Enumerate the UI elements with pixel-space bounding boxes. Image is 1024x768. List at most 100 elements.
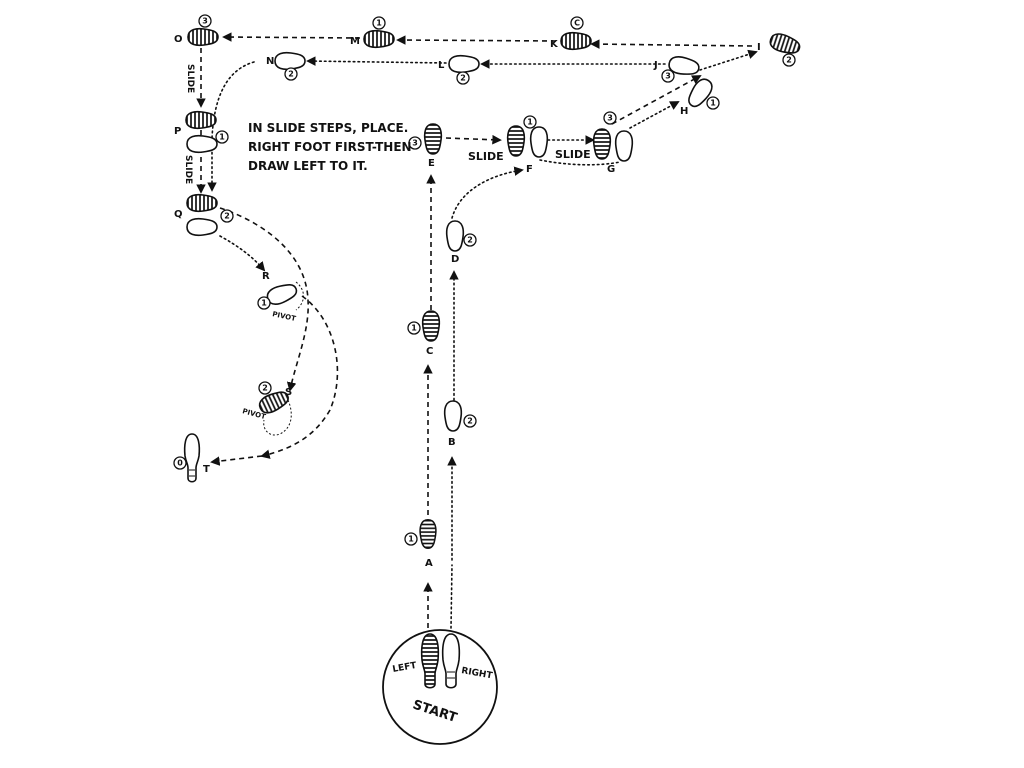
svg-text:2: 2 bbox=[224, 212, 230, 221]
step-letter-p: P bbox=[174, 126, 181, 137]
count-badge-q: 2 bbox=[220, 209, 234, 223]
count-badge-i: 2 bbox=[782, 53, 796, 67]
svg-text:3: 3 bbox=[665, 72, 671, 81]
count-badges: 1 2 1 2 3 1 3 1 2 3 C 2 1 2 3 1 2 1 2 0 bbox=[173, 14, 796, 546]
step-p-right-footprint bbox=[186, 134, 218, 154]
count-badge-p: 1 bbox=[215, 130, 229, 144]
step-letter-g: G bbox=[607, 164, 615, 175]
count-badge-k: C bbox=[570, 16, 584, 30]
count-badge-o: 3 bbox=[198, 14, 212, 28]
start-area: LEFT RIGHT START bbox=[382, 629, 498, 745]
step-g-right-footprint bbox=[614, 130, 634, 162]
step-letter-e: E bbox=[428, 158, 435, 169]
count-badge-l: 2 bbox=[456, 71, 470, 85]
note-line-1: IN SLIDE STEPS, PLACE. bbox=[248, 121, 408, 135]
svg-text:1: 1 bbox=[527, 118, 533, 127]
step-letters: A B C D E F G H I J K L M N O P Q R S T bbox=[174, 34, 761, 569]
footprints bbox=[183, 27, 803, 550]
count-badge-a: 1 bbox=[404, 532, 418, 546]
step-f-left-footprint bbox=[506, 125, 526, 157]
svg-text:1: 1 bbox=[261, 299, 267, 308]
slide-label-op: SLIDE bbox=[185, 64, 195, 93]
step-o-footprint bbox=[187, 27, 219, 47]
step-i-footprint bbox=[767, 30, 803, 58]
count-badge-e: 3 bbox=[408, 136, 422, 150]
svg-text:3: 3 bbox=[412, 139, 418, 148]
slide-label-fg: SLIDE bbox=[555, 148, 591, 161]
step-letter-b: B bbox=[448, 437, 456, 448]
note-line-2: RIGHT FOOT FIRST-THEN bbox=[248, 140, 412, 154]
start-circle bbox=[382, 629, 498, 745]
start-right-shoe bbox=[441, 633, 461, 689]
step-letter-o: O bbox=[174, 34, 183, 45]
step-e-footprint bbox=[423, 123, 443, 155]
count-badge-f: 1 bbox=[523, 115, 537, 129]
svg-text:2: 2 bbox=[288, 70, 294, 79]
step-q-right-footprint bbox=[186, 217, 218, 237]
svg-text:1: 1 bbox=[376, 19, 382, 28]
count-badge-r: 1 bbox=[257, 296, 271, 310]
step-letter-l: L bbox=[438, 60, 445, 71]
left-foot-path bbox=[196, 32, 753, 628]
step-m-footprint bbox=[363, 29, 395, 49]
step-letter-h: H bbox=[680, 106, 688, 117]
svg-text:2: 2 bbox=[467, 417, 473, 426]
slide-label-pq: SLIDE bbox=[183, 155, 193, 184]
step-letter-a: A bbox=[425, 558, 433, 569]
step-b-footprint bbox=[443, 400, 463, 432]
step-c-footprint bbox=[421, 310, 441, 342]
count-badge-d: 2 bbox=[463, 233, 477, 247]
svg-text:2: 2 bbox=[786, 56, 792, 65]
svg-text:0: 0 bbox=[177, 459, 183, 468]
count-badge-s: 2 bbox=[258, 381, 272, 395]
svg-text:1: 1 bbox=[710, 99, 716, 108]
step-g-left-footprint bbox=[592, 128, 612, 160]
svg-text:1: 1 bbox=[411, 324, 417, 333]
svg-text:1: 1 bbox=[408, 535, 414, 544]
step-q-left-footprint bbox=[186, 193, 218, 213]
svg-text:3: 3 bbox=[607, 114, 613, 123]
count-badge-t: 0 bbox=[173, 456, 187, 470]
step-letter-f: F bbox=[526, 164, 533, 175]
svg-text:3: 3 bbox=[202, 17, 208, 26]
step-letter-d: D bbox=[451, 254, 459, 265]
count-badge-n: 2 bbox=[284, 67, 298, 81]
step-f-right-footprint bbox=[529, 126, 549, 158]
svg-text:2: 2 bbox=[262, 384, 268, 393]
note-line-3: DRAW LEFT TO IT. bbox=[248, 159, 368, 173]
step-n-footprint bbox=[274, 51, 306, 71]
count-badge-b: 2 bbox=[463, 414, 477, 428]
step-letter-i: I bbox=[757, 42, 761, 53]
step-letter-t: T bbox=[203, 464, 210, 475]
instruction-note: IN SLIDE STEPS, PLACE. RIGHT FOOT FIRST-… bbox=[248, 121, 412, 173]
step-a-footprint bbox=[419, 518, 437, 550]
pivot-label-r: PIVOT bbox=[272, 310, 297, 323]
step-letter-r: R bbox=[262, 271, 270, 282]
step-k-footprint bbox=[560, 31, 592, 51]
step-letter-n: N bbox=[266, 56, 274, 67]
step-t-footprint bbox=[183, 433, 201, 483]
start-left-shoe bbox=[420, 633, 440, 689]
step-letter-m: M bbox=[350, 36, 360, 47]
right-foot-path bbox=[207, 49, 758, 629]
step-d-footprint bbox=[445, 220, 465, 252]
step-s-pivot-arc bbox=[263, 399, 292, 436]
step-r-pivot-arc bbox=[295, 281, 304, 311]
slide-label-ef: SLIDE bbox=[468, 150, 504, 163]
count-badge-h: 1 bbox=[706, 96, 720, 110]
step-letter-c: C bbox=[426, 346, 433, 357]
step-l-footprint bbox=[448, 54, 480, 74]
step-p-left-footprint bbox=[185, 110, 217, 130]
svg-text:2: 2 bbox=[467, 236, 473, 245]
step-letter-q: Q bbox=[174, 209, 183, 220]
count-badge-c: 1 bbox=[407, 321, 421, 335]
svg-text:C: C bbox=[574, 19, 580, 28]
svg-text:2: 2 bbox=[460, 74, 466, 83]
step-letter-s: S bbox=[285, 387, 292, 398]
count-badge-m: 1 bbox=[372, 16, 386, 30]
svg-text:1: 1 bbox=[219, 133, 225, 142]
count-badge-g: 3 bbox=[603, 111, 617, 125]
left-label: LEFT bbox=[392, 661, 418, 675]
step-letter-j: J bbox=[653, 60, 658, 71]
